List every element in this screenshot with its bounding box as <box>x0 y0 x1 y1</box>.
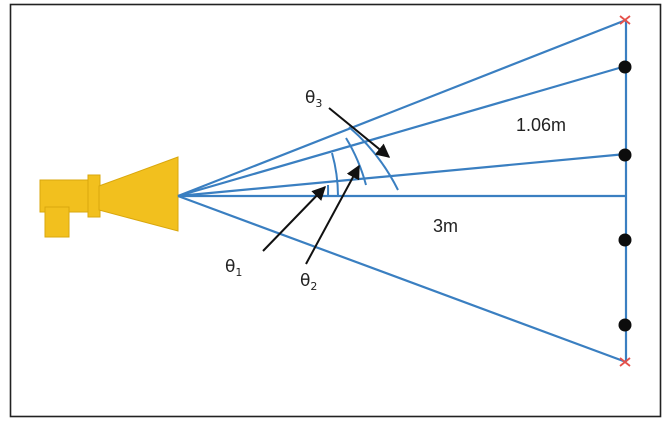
theta3-label: θ3 <box>305 88 322 110</box>
ray-1 <box>177 64 627 198</box>
figure-border <box>9 3 662 418</box>
ray-lines <box>177 18 627 364</box>
arc-theta3 <box>345 137 367 186</box>
pointer-theta2 <box>305 164 360 265</box>
angle-arcs <box>327 126 399 197</box>
marker-cross <box>619 357 631 367</box>
horizontal-distance-label: 3m <box>433 216 458 236</box>
marker-dot <box>618 318 632 332</box>
pointer-theta1 <box>262 185 326 252</box>
arc-theta2 <box>331 152 339 197</box>
horn-antenna-icon <box>39 156 179 238</box>
marker-dot <box>618 60 632 74</box>
ray-2 <box>177 152 627 198</box>
receiver-markers <box>618 15 632 367</box>
theta1-label: θ1 <box>225 257 242 279</box>
ray-top-edge <box>177 18 627 198</box>
pointer-theta3 <box>328 107 391 158</box>
marker-dot <box>618 148 632 162</box>
theta2-label: θ2 <box>300 271 317 293</box>
ray-bottom-edge <box>177 194 627 364</box>
marker-cross <box>619 15 631 25</box>
pointer-arrows <box>262 107 391 265</box>
marker-dot <box>618 233 632 247</box>
vertical-distance-label: 1.06m <box>516 115 566 135</box>
